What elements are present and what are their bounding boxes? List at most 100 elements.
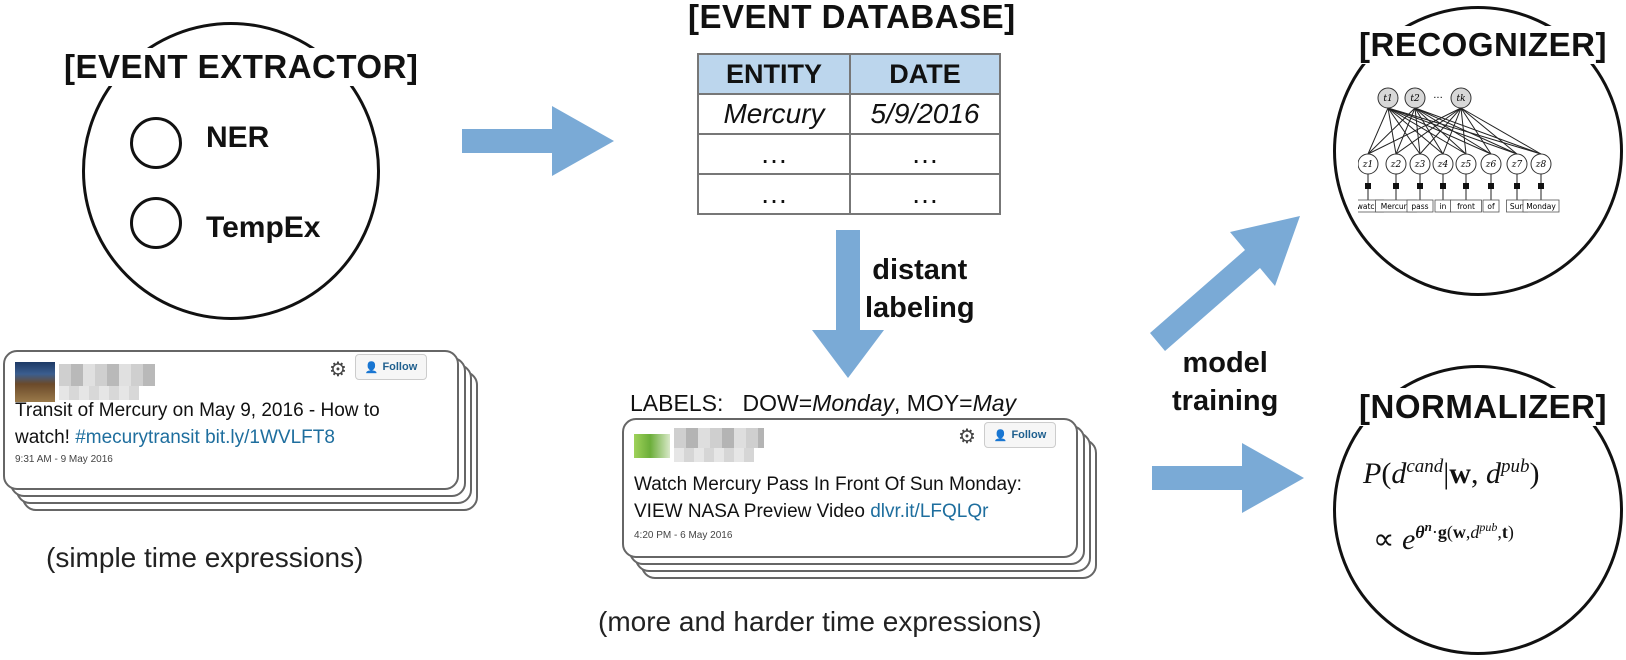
extractor-title: [EVENT EXTRACTOR] xyxy=(60,48,423,86)
graph-edge xyxy=(1395,107,1462,155)
word-label: pass xyxy=(1411,202,1428,211)
latent-node-label: z5 xyxy=(1460,160,1472,170)
latent-node-label: z4 xyxy=(1437,160,1449,170)
word-box xyxy=(1482,199,1500,213)
tweet-text-line1: Watch Mercury Pass In Front Of Sun Monda… xyxy=(634,474,1022,495)
ellipsis-label: ··· xyxy=(1433,93,1443,104)
graph-edge xyxy=(1460,107,1542,155)
latent-node xyxy=(1358,153,1379,175)
graph-edge xyxy=(1387,107,1542,155)
avatar xyxy=(15,362,55,402)
word-label: in xyxy=(1440,202,1447,211)
graph-edge xyxy=(1414,107,1542,155)
tweet-card: ⚙ 👤 Follow Transit of Mercury on May 9, … xyxy=(3,350,459,490)
topic-node xyxy=(1377,87,1399,109)
topic-node-label: tk xyxy=(1456,94,1465,104)
gear-icon[interactable]: ⚙ xyxy=(329,359,347,381)
table-cell: … xyxy=(697,173,851,215)
table-cell: … xyxy=(849,133,1001,175)
normalizer-circle xyxy=(1333,365,1623,655)
latent-node-label: z7 xyxy=(1511,160,1523,170)
recognizer-title: [RECOGNIZER] xyxy=(1355,26,1611,64)
word-label: Sun xyxy=(1510,202,1525,211)
word-label: Monday xyxy=(1526,202,1556,211)
normalizer-formula-line2: ∝ eθn·g(w,dpub,t) xyxy=(1373,519,1514,556)
blurred-handle xyxy=(59,386,139,400)
tweet-text: Transit of Mercury on May 9, 2016 - How … xyxy=(15,397,380,451)
table-cell: 5/9/2016 xyxy=(849,93,1001,135)
arrow-extractor-to-database xyxy=(462,106,614,176)
labels-mid: , MOY= xyxy=(893,390,973,416)
extractor-circle xyxy=(82,22,380,320)
labels-moy: May xyxy=(972,390,1017,416)
topic-node xyxy=(1450,87,1472,109)
graph-edge xyxy=(1460,107,1518,155)
database-title: [EVENT DATABASE] xyxy=(688,0,1016,35)
table-cell: Mercury xyxy=(697,93,851,135)
tweet-text-line1: Transit of Mercury on May 9, 2016 - How … xyxy=(15,400,380,421)
factor-square xyxy=(1488,183,1494,189)
graph-edge xyxy=(1460,107,1467,155)
latent-node xyxy=(1480,153,1502,175)
factor-square xyxy=(1463,183,1469,189)
tweet-link[interactable]: dlvr.it/LFQLQr xyxy=(870,501,989,522)
latent-node xyxy=(1385,153,1407,175)
labels-dow: Monday xyxy=(812,390,894,416)
follow-button[interactable]: 👤 Follow xyxy=(355,354,427,380)
latent-node-label: z1 xyxy=(1362,160,1373,170)
ner-label: NER xyxy=(206,121,270,154)
tweet-text-plain: VIEW NASA Preview Video xyxy=(634,501,871,522)
column-header-entity: ENTITY xyxy=(697,53,851,95)
tweet-text: Watch Mercury Pass In Front Of Sun Monda… xyxy=(634,471,1022,525)
tempex-label: TempEx xyxy=(206,211,321,244)
graph-edge xyxy=(1367,107,1416,155)
graph-edge xyxy=(1387,107,1492,155)
graph-edge xyxy=(1367,107,1462,155)
graph-edge xyxy=(1387,107,1467,155)
recognizer-circle xyxy=(1333,6,1623,296)
latent-node-label: z8 xyxy=(1535,160,1547,170)
arrow-distant-labeling xyxy=(812,230,884,378)
blurred-username xyxy=(59,364,155,386)
topic-node-label: t2 xyxy=(1410,94,1420,104)
table-cell: … xyxy=(697,133,851,175)
table-row: … … xyxy=(697,173,1001,215)
latent-node-label: z6 xyxy=(1485,160,1497,170)
word-box xyxy=(1406,199,1434,213)
graph-edge xyxy=(1460,107,1492,155)
blurred-username xyxy=(674,428,764,448)
avatar xyxy=(634,434,670,458)
latent-node xyxy=(1409,153,1431,175)
follow-button[interactable]: 👤 Follow xyxy=(984,422,1056,448)
normalizer-formula-line1: P(dcand|w, dpub) xyxy=(1363,456,1540,490)
model-training-label: model training xyxy=(1172,344,1278,420)
factor-square xyxy=(1365,183,1371,189)
tweet-timestamp[interactable]: 9:31 AM - 9 May 2016 xyxy=(15,454,113,465)
tweet-text-line2: watch! #mecurytransit bit.ly/1WVLFT8 xyxy=(15,424,380,451)
graph-edge xyxy=(1419,107,1462,155)
latent-node xyxy=(1455,153,1477,175)
tweet1-caption: (simple time expressions) xyxy=(46,542,364,573)
database-table-wrap: ENTITY DATE Mercury 5/9/2016 … … … … xyxy=(697,53,1001,215)
graph-edge xyxy=(1414,107,1518,155)
word-label: watch xyxy=(1358,202,1380,211)
add-user-icon: 👤 xyxy=(364,361,379,374)
model-word: model xyxy=(1182,347,1268,379)
graph-edge xyxy=(1387,107,1421,155)
column-header-date: DATE xyxy=(849,53,1001,95)
table-cell: … xyxy=(849,173,1001,215)
table-row: … … xyxy=(697,133,1001,175)
gear-icon[interactable]: ⚙ xyxy=(958,426,976,448)
factor-square xyxy=(1417,183,1423,189)
normalizer-title: [NORMALIZER] xyxy=(1355,388,1611,426)
word-box xyxy=(1522,199,1560,213)
tweet-timestamp[interactable]: 4:20 PM - 6 May 2016 xyxy=(634,530,733,541)
graph-edge xyxy=(1414,107,1492,155)
distant-word: distant xyxy=(872,254,968,286)
blurred-handle xyxy=(674,448,754,462)
latent-node-label: z2 xyxy=(1390,160,1402,170)
labels-line: LABELS: DOW=Monday, MOY=May xyxy=(630,390,1016,417)
labels-prefix: LABELS: DOW= xyxy=(630,390,813,416)
tweet-links[interactable]: #mecurytransit bit.ly/1WVLFT8 xyxy=(75,427,335,448)
latent-node xyxy=(1432,153,1454,175)
